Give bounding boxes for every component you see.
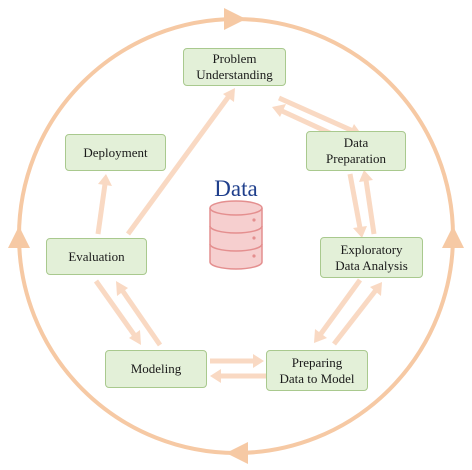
cycle-arrowhead-top-icon: [224, 8, 246, 30]
node-problem-understanding: Problem Understanding: [183, 48, 286, 86]
cycle-arrowhead-right-icon: [442, 226, 464, 248]
arrow-modeling-to-evaluation: [116, 281, 163, 347]
arrow-data-prep-to-eda: [347, 173, 367, 238]
cycle-arrowhead-bottom-icon: [226, 442, 248, 464]
node-modeling: Modeling: [105, 350, 207, 388]
arrow-evaluation-to-modeling: [93, 279, 141, 345]
node-preparing-data-to-model: Preparing Data to Model: [266, 350, 368, 391]
node-exploratory-data-analysis: Exploratory Data Analysis: [320, 237, 423, 278]
arrow-preparing-to-eda: [332, 282, 382, 346]
node-deployment: Deployment: [65, 134, 166, 171]
node-evaluation: Evaluation: [46, 238, 147, 275]
database-icon: [209, 200, 263, 270]
node-data-preparation: Data Preparation: [306, 131, 406, 171]
arrow-preparing-to-modeling: [210, 369, 266, 383]
arrow-evaluation-to-deployment: [95, 174, 112, 235]
arrow-evaluation-to-problem: [125, 88, 235, 236]
cycle-arrowhead-left-icon: [8, 226, 30, 248]
data-title: Data: [214, 176, 258, 201]
arrow-eda-to-data-prep: [359, 170, 377, 235]
arrow-eda-to-preparing: [314, 278, 363, 343]
arrow-modeling-to-preparing: [210, 354, 264, 368]
